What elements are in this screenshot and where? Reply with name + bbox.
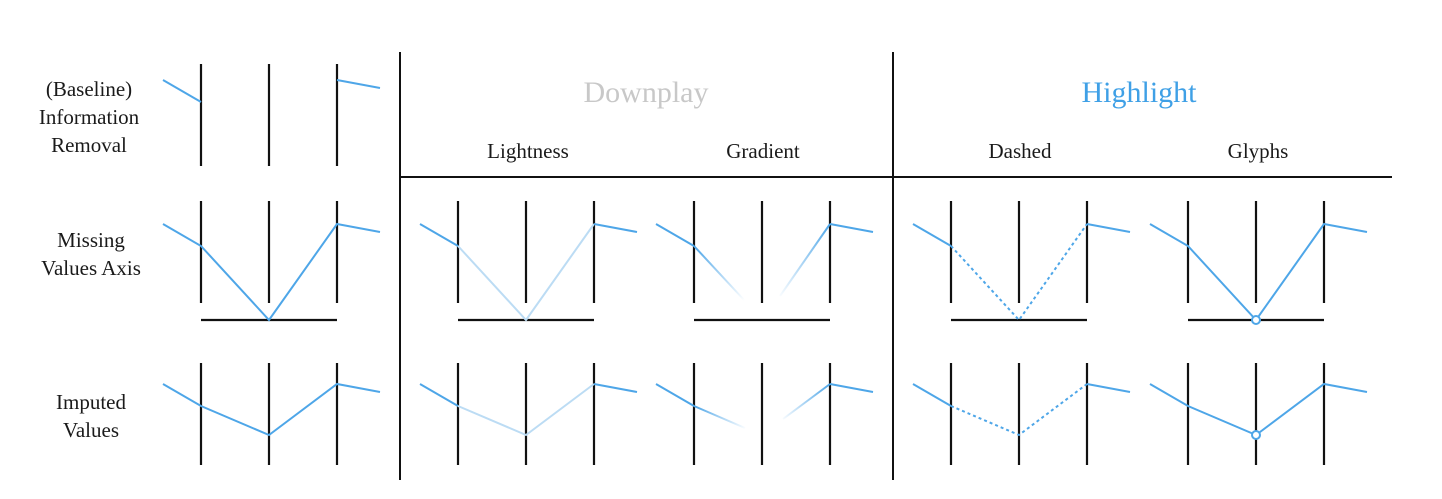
- data-line-segment: [829, 383, 874, 393]
- data-line-segment: [912, 383, 952, 407]
- row-label-imputed-values: Imputed Values: [56, 390, 126, 442]
- data-line: [1149, 222, 1368, 322]
- cell-imputed-dashed: [912, 363, 1131, 465]
- data-line-segment: [655, 223, 695, 247]
- column-label-dashed: Dashed: [989, 139, 1052, 163]
- data-line-light-segment: [457, 223, 595, 322]
- cell-imputed-gradient: [655, 363, 874, 465]
- cell-imputed-lightness: [419, 363, 638, 465]
- column-label-lightness: Lightness: [487, 139, 569, 163]
- data-line-segment: [912, 223, 952, 247]
- data-line: [1149, 382, 1368, 437]
- data-line-segment: [593, 383, 638, 393]
- group-title-highlight: Highlight: [1081, 76, 1197, 109]
- data-line-fading-segment: [693, 245, 746, 302]
- data-line-segment: [162, 79, 202, 103]
- column-label-gradient: Gradient: [726, 139, 800, 163]
- data-line: [162, 222, 381, 322]
- row-label-line: Removal: [51, 133, 127, 157]
- data-line-segment: [593, 223, 638, 233]
- cell-axis-dashed: [912, 201, 1131, 322]
- data-line-segment: [1086, 223, 1131, 233]
- imputed-value-glyph: [1251, 430, 1261, 440]
- data-line-segment: [336, 79, 381, 89]
- data-line-fading-segment: [693, 405, 746, 429]
- data-line-fading-segment: [779, 223, 831, 297]
- missing-value-glyph: [1251, 315, 1261, 325]
- data-line-segment: [1086, 383, 1131, 393]
- cell-baseline-removal: [162, 64, 381, 166]
- data-line-segment: [419, 223, 459, 247]
- cell-imputed-glyphs: [1149, 363, 1368, 465]
- cell-axis-baseline: [162, 201, 381, 322]
- data-line-fading-segment: [782, 383, 831, 420]
- data-line-light-segment: [457, 383, 595, 437]
- row-label-line: (Baseline): [46, 77, 132, 101]
- data-line: [162, 382, 381, 437]
- data-line-segment: [419, 383, 459, 407]
- row-label-missing-values-axis: Missing Values Axis: [41, 228, 141, 280]
- row-label-baseline: (Baseline) Information Removal: [39, 77, 140, 157]
- row-label-line: Missing: [57, 228, 125, 252]
- column-label-glyphs: Glyphs: [1228, 139, 1289, 163]
- data-line-segment: [829, 223, 874, 233]
- data-line-segment: [655, 383, 695, 407]
- cell-axis-glyphs: [1149, 201, 1368, 325]
- cell-axis-gradient: [655, 201, 874, 322]
- cell-axis-lightness: [419, 201, 638, 322]
- row-label-line: Imputed: [56, 390, 126, 414]
- cell-imputed-baseline: [162, 363, 381, 465]
- group-title-downplay: Downplay: [584, 76, 709, 109]
- row-label-line: Information: [39, 105, 140, 129]
- row-label-line: Values Axis: [41, 256, 141, 280]
- row-label-line: Values: [63, 418, 119, 442]
- data-line-dashed-segment: [950, 383, 1088, 437]
